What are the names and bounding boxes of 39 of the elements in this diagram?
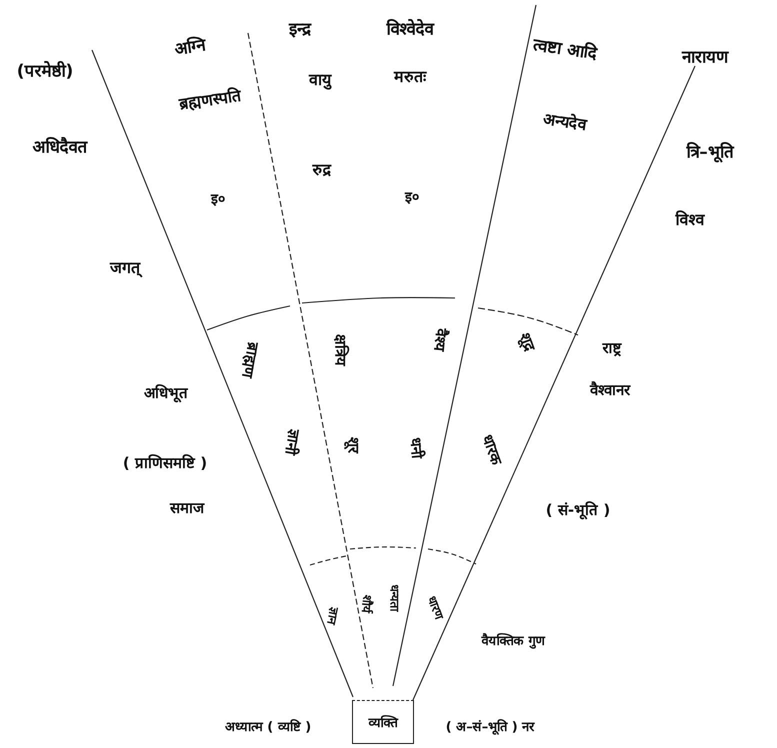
term-label: राष्ट्र	[602, 340, 622, 356]
term-label: अग्नि	[173, 36, 207, 60]
term-label: मरुतः	[394, 68, 426, 86]
term-label: वायु	[309, 71, 331, 89]
term-label: वैयक्तिक गुण	[482, 634, 544, 650]
term-label: ( अ–सं–भूति ) नर	[446, 720, 534, 736]
term-label: समाज	[170, 500, 204, 516]
term-label: शौर्य	[358, 594, 374, 614]
term-label: जगत्	[110, 259, 140, 277]
term-label: नारायण	[682, 48, 728, 68]
term-label: रुद्र	[312, 161, 332, 179]
term-label: इ०	[211, 192, 225, 208]
term-label: ब्रह्मणस्पति	[178, 86, 242, 114]
term-label: शूर	[344, 437, 362, 453]
term-label: इ०	[405, 190, 419, 206]
label-box: व्यक्ति	[352, 700, 414, 744]
term-label: ( प्राणिसमष्टि )	[122, 454, 208, 472]
term-label: धारण	[424, 594, 446, 622]
term-label: धनी	[406, 436, 426, 460]
term-label: वैश्य	[430, 328, 450, 352]
term-label: अन्यदेव	[542, 110, 588, 134]
term-label: ज्ञान	[324, 606, 340, 626]
term-label: विश्व	[676, 211, 704, 229]
term-label: वैश्वानर	[590, 382, 630, 398]
term-label: (परमेष्ठी)	[16, 62, 74, 82]
term-label: विश्वेदेव	[386, 20, 434, 40]
term-label: अध्यात्म ( व्यष्टि )	[224, 720, 312, 736]
term-label: शूद्र	[516, 330, 538, 354]
term-label: इन्द्र	[289, 20, 311, 40]
term-label: धन्यता	[387, 584, 401, 612]
term-label: ज्ञानी	[282, 428, 302, 456]
term-label: त्वष्टा आदि	[532, 36, 598, 64]
term-label: अधिभूत	[144, 384, 188, 402]
term-label: ( सं-भूति )	[546, 502, 610, 518]
term-label: क्षत्रिय	[332, 334, 348, 366]
term-label: त्रि–भूति	[686, 144, 734, 162]
term-label: धारक	[478, 432, 506, 468]
term-label: अधिदैवत	[32, 138, 88, 158]
term-label: ब्राह्मण	[238, 340, 262, 380]
